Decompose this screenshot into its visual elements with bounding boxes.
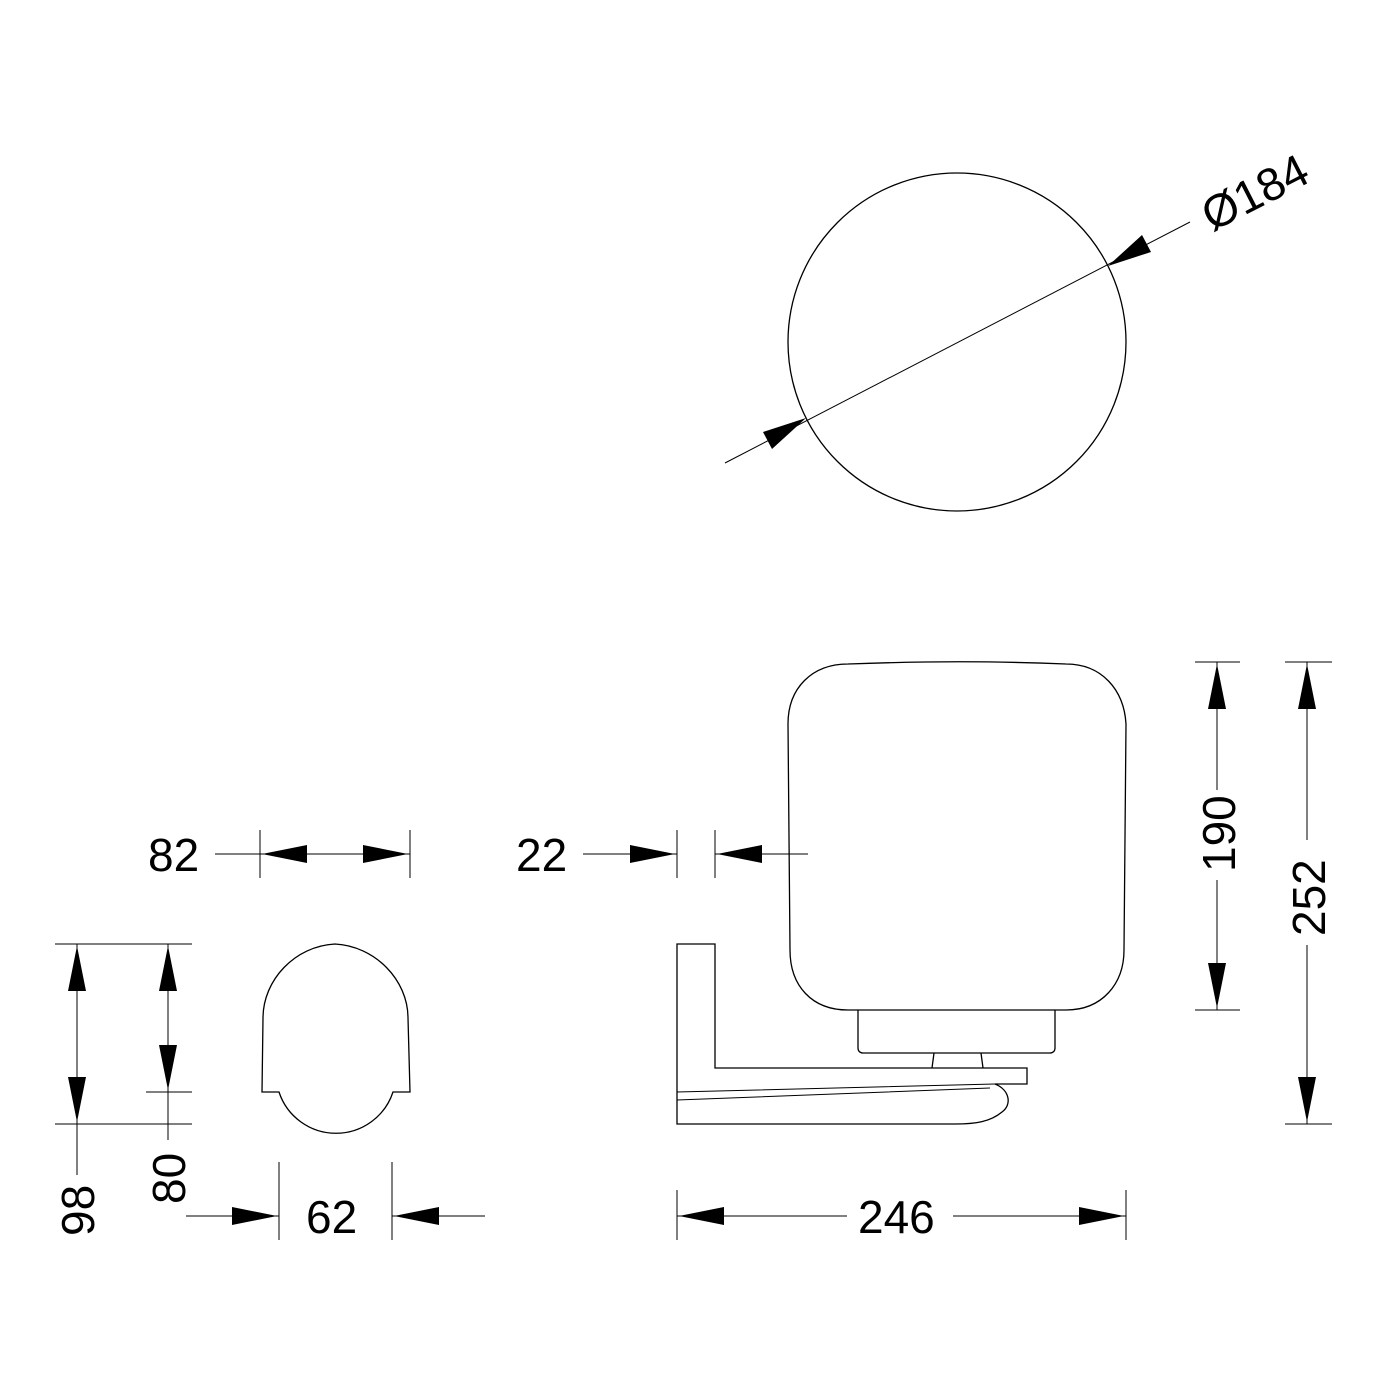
- dim-62-arrow-right: [394, 1207, 439, 1225]
- dim-82-arrow-left: [262, 845, 307, 863]
- dim-98-label: 98: [52, 1185, 104, 1236]
- diameter-label: Ø184: [1193, 143, 1317, 240]
- diameter-arrow-lower: [763, 418, 806, 449]
- dim-62-label: 62: [306, 1191, 357, 1243]
- dim-190-label: 190: [1193, 795, 1245, 872]
- dim-22-arrow-left: [630, 845, 675, 863]
- dim-246-arrow-right: [1079, 1207, 1124, 1225]
- front-view: 22 246 190 252: [516, 661, 1335, 1243]
- dim-246-label: 246: [858, 1191, 935, 1243]
- top-view: Ø184: [724, 143, 1317, 512]
- dim-98-arrow-bottom: [68, 1077, 86, 1122]
- diameter-arrow-upper: [1108, 235, 1151, 266]
- socket-neck: [931, 1052, 984, 1069]
- dim-80-arrow-top: [159, 946, 177, 991]
- wall-bracket: [676, 943, 1028, 1125]
- dim-190-arrow-top: [1208, 664, 1226, 709]
- dim-252-arrow-top: [1298, 664, 1316, 709]
- bracket-arm-detail: [676, 1083, 996, 1101]
- dim-252-arrow-bottom: [1298, 1077, 1316, 1122]
- dim-82-arrow-right: [363, 845, 408, 863]
- shade-circle: [787, 172, 1127, 512]
- shade-holder: [857, 1010, 1056, 1054]
- dim-22-label: 22: [516, 829, 567, 881]
- glass-shade: [787, 661, 1127, 1011]
- dim-98-arrow-top: [68, 946, 86, 991]
- dim-82-label: 82: [148, 829, 199, 881]
- dim-246-arrow-left: [679, 1207, 724, 1225]
- dim-80-arrow-bottom: [159, 1045, 177, 1090]
- dim-22-arrow-right: [717, 845, 762, 863]
- dim-190-arrow-bottom: [1208, 963, 1226, 1008]
- dim-62-arrow-left: [232, 1207, 277, 1225]
- dim-80-label: 80: [143, 1153, 195, 1204]
- end-view: 82 62 98 80: [52, 829, 485, 1243]
- dim-252-label: 252: [1283, 859, 1335, 936]
- end-view-outline: [261, 943, 411, 1134]
